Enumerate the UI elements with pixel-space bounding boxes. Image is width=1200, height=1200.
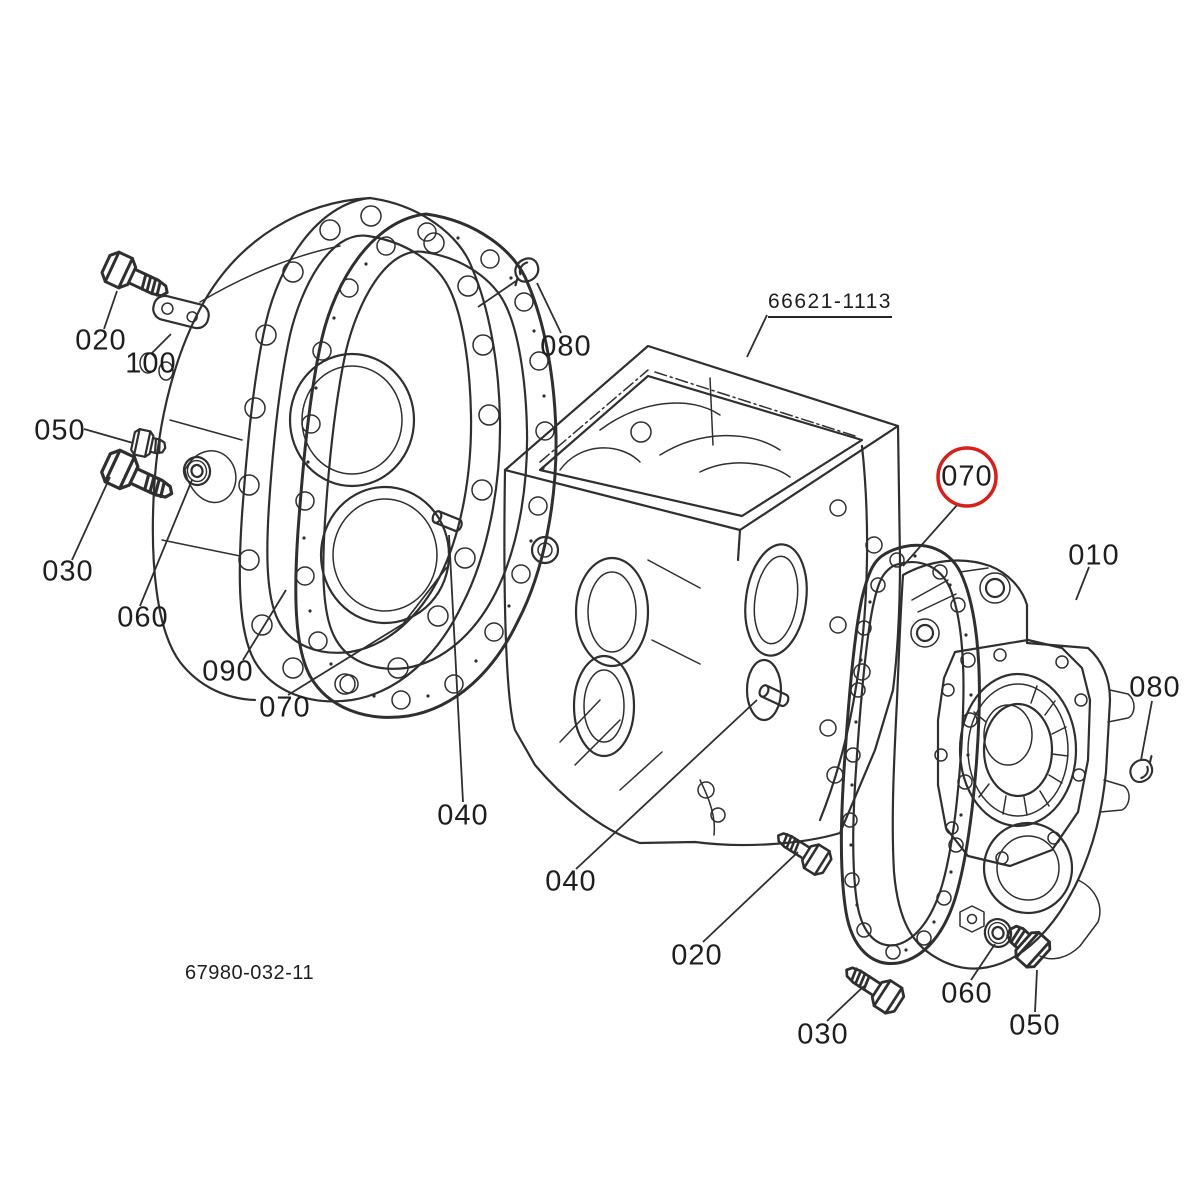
pin-040-right — [756, 682, 792, 709]
highlight-ring — [936, 446, 998, 508]
callout-070-left[interactable]: 070 — [259, 691, 311, 724]
left-case-body-drawing — [151, 196, 372, 702]
callout-070-highlighted[interactable]: 070 — [941, 460, 993, 493]
plug-080-right — [1126, 754, 1160, 786]
callout-060-right[interactable]: 060 — [941, 977, 993, 1010]
callout-060-left[interactable]: 060 — [117, 601, 169, 634]
left-gasket-drawing — [294, 212, 558, 719]
callout-010[interactable]: 010 — [1068, 539, 1120, 572]
leader-lines — [71, 280, 1153, 1022]
callout-020-top-left[interactable]: 020 — [75, 324, 127, 357]
plate-100 — [152, 294, 210, 330]
left-case-small-holes — [139, 352, 174, 381]
assembly-part-number: 66621-1113 — [768, 291, 892, 318]
callout-050-left[interactable]: 050 — [34, 414, 86, 447]
rear-cover-case-drawing — [891, 559, 1135, 970]
callout-030-bottom[interactable]: 030 — [797, 1018, 849, 1051]
callout-080-top[interactable]: 080 — [540, 330, 592, 363]
callout-040-right[interactable]: 040 — [545, 865, 597, 898]
callout-030-left[interactable]: 030 — [42, 555, 94, 588]
main-transmission-case-drawing — [503, 344, 902, 847]
bolt-020-top-left — [97, 247, 176, 309]
callout-100[interactable]: 100 — [125, 347, 177, 380]
callout-090[interactable]: 090 — [202, 655, 254, 688]
bolt-030-bottom — [837, 956, 909, 1018]
callout-080-right[interactable]: 080 — [1129, 671, 1181, 704]
callout-050-right[interactable]: 050 — [1009, 1009, 1061, 1042]
washer-060-left — [180, 453, 214, 489]
left-cover-drawing — [238, 196, 502, 703]
plug-050-left — [129, 427, 170, 462]
rear-gasket-drawing — [839, 543, 981, 966]
drawing-number: 67980-032-11 — [185, 962, 315, 984]
pin-040-left — [429, 508, 465, 534]
callout-040-left[interactable]: 040 — [437, 799, 489, 832]
callout-020-bottom[interactable]: 020 — [671, 939, 723, 972]
